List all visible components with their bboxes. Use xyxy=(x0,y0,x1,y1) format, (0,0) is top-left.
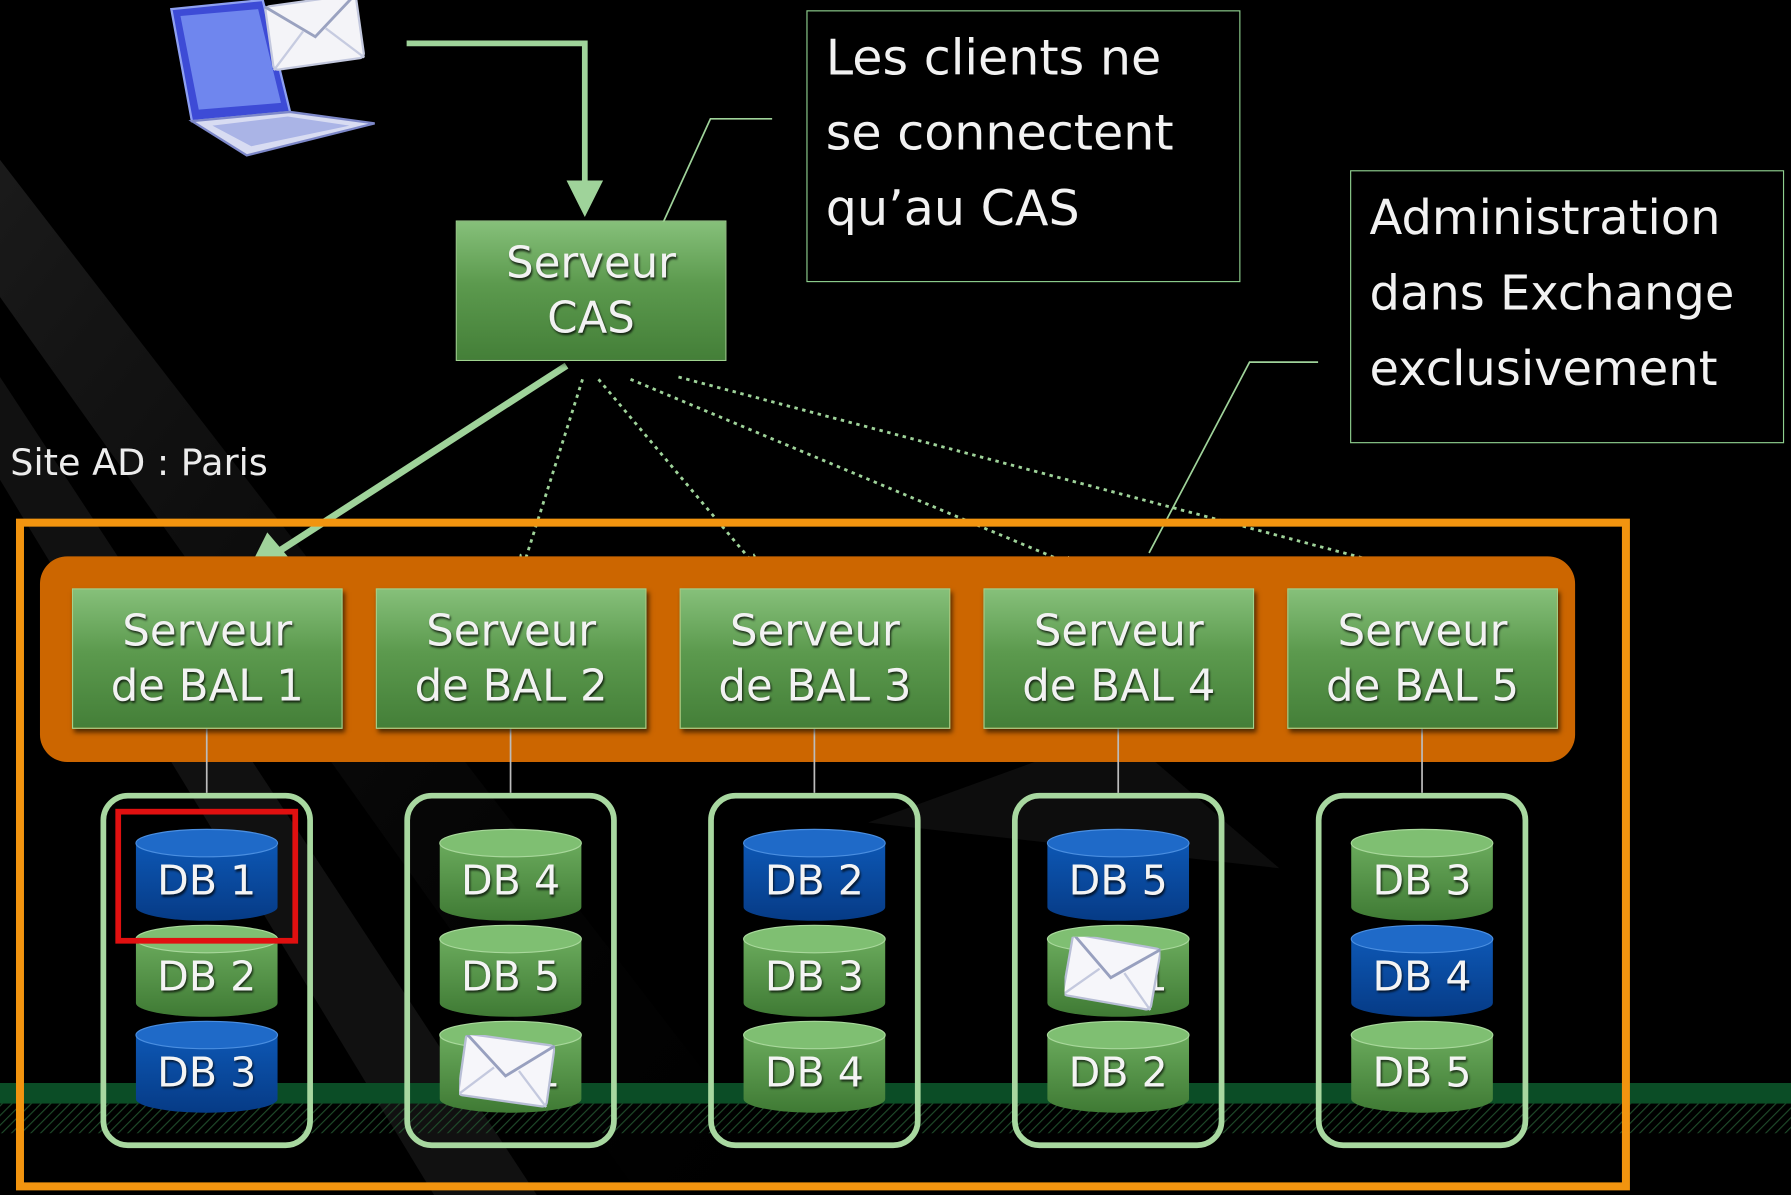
db-group-server-3 xyxy=(708,792,921,1149)
callout-line: exclusivement xyxy=(1369,340,1718,397)
database-icon xyxy=(135,828,279,921)
database-label: DB 4 xyxy=(764,1049,864,1097)
database-icon xyxy=(439,924,582,1017)
cas-to-bal5-arrow xyxy=(678,375,1395,567)
server-label-line2: de BAL 1 xyxy=(110,659,304,711)
database-icon xyxy=(1350,924,1494,1017)
mailbox-server-1: Serveur de BAL 1 xyxy=(71,588,343,729)
database-cylinder: DB 5 xyxy=(1045,827,1191,923)
callout-line: Administration xyxy=(1369,189,1721,246)
database-icon xyxy=(1350,1020,1494,1113)
cas-server-label-line1: Serveur xyxy=(506,237,677,288)
database-cylinder: DB 4 xyxy=(741,1019,887,1115)
database-cylinder: DB 4 xyxy=(1349,923,1495,1019)
database-label: DB 2 xyxy=(157,953,257,1001)
mailbox-server-5: Serveur de BAL 5 xyxy=(1287,588,1558,729)
database-cylinder: DB 2 xyxy=(741,827,887,923)
server-label-line1: Serveur xyxy=(730,605,900,656)
server-label-line1: Serveur xyxy=(1337,605,1508,656)
database-label: DB 1 xyxy=(157,857,257,905)
database-cylinder: DB 4 xyxy=(437,827,583,923)
database-icon xyxy=(1046,828,1190,921)
database-label: DB 3 xyxy=(764,953,864,1001)
cas-to-bal2-arrow xyxy=(523,378,584,566)
envelope-icon xyxy=(1064,936,1161,1011)
database-icon xyxy=(743,1020,886,1113)
server-label-line2: de BAL 5 xyxy=(1326,659,1520,711)
database-icon xyxy=(743,924,886,1017)
callout-administration: Administration dans Exchange exclusiveme… xyxy=(1350,170,1785,444)
mailbox-server-3: Serveur de BAL 3 xyxy=(679,588,951,729)
client-to-cas-arrow xyxy=(406,40,588,195)
highlight-db1-box xyxy=(115,808,299,944)
database-cylinder: DB 5 xyxy=(437,923,583,1019)
cas-server-label-line2: CAS xyxy=(547,291,635,343)
database-cylinder: DB 3 xyxy=(134,1019,280,1115)
db-group-server-4 xyxy=(1011,792,1225,1149)
client-to-cas-arrowhead xyxy=(566,180,604,218)
server-label-line2: de BAL 3 xyxy=(718,659,912,711)
callout-line: qu’au CAS xyxy=(825,180,1080,238)
cas-to-bal3-arrow xyxy=(597,378,757,566)
laptop-icon xyxy=(169,0,375,157)
site-label: Site AD : Paris xyxy=(10,440,268,485)
database-icon xyxy=(743,828,886,921)
cas-server: Serveur CAS xyxy=(455,220,727,361)
callout-admin-leader xyxy=(1148,361,1319,554)
database-label: DB 5 xyxy=(461,953,561,1001)
envelope-icon xyxy=(264,0,366,71)
database-cylinder: DB 3 xyxy=(1349,827,1495,923)
mailbox-server-2: Serveur de BAL 2 xyxy=(375,588,647,729)
db-group-server-5 xyxy=(1315,792,1529,1149)
database-cylinder: DB 1 xyxy=(134,827,280,923)
database-cylinder: DB 2 xyxy=(1045,1019,1191,1115)
callout-clients-leader xyxy=(661,117,773,225)
database-label: DB 4 xyxy=(1372,953,1472,1001)
server-label-line2: de BAL 4 xyxy=(1022,659,1216,711)
database-label: DB 3 xyxy=(157,1049,257,1097)
database-label: DB 4 xyxy=(461,857,561,905)
server-label-line2: de BAL 2 xyxy=(414,659,608,711)
cas-to-bal4-arrow xyxy=(629,377,1075,566)
ad-site-frame xyxy=(15,518,1630,1191)
db-group-server-2 xyxy=(404,792,617,1149)
database-label: DB 2 xyxy=(1068,1049,1168,1097)
database-label: DB 3 xyxy=(1372,857,1472,905)
database-cylinder: DB 5 xyxy=(1349,1019,1495,1115)
mailbox-server-4: Serveur de BAL 4 xyxy=(983,588,1255,729)
server-label-line1: Serveur xyxy=(1033,605,1204,656)
database-cylinder: DB 3 xyxy=(741,923,887,1019)
server-label-line1: Serveur xyxy=(426,605,597,656)
callout-line: Les clients ne xyxy=(825,29,1162,87)
callout-line: dans Exchange xyxy=(1369,265,1735,322)
callout-line: se connectent xyxy=(825,105,1174,163)
database-label: DB 2 xyxy=(764,857,864,905)
database-icon xyxy=(1046,1020,1190,1113)
database-label: DB 5 xyxy=(1068,857,1168,905)
database-label: DB 5 xyxy=(1372,1049,1472,1097)
server-label-line1: Serveur xyxy=(122,605,293,656)
database-icon xyxy=(439,828,582,921)
db-group-server-1 xyxy=(100,792,313,1149)
callout-clients-cas: Les clients ne se connectent qu’au CAS xyxy=(806,10,1241,283)
database-icon xyxy=(1350,828,1494,921)
envelope-icon xyxy=(459,1035,556,1108)
database-icon xyxy=(135,1020,279,1113)
